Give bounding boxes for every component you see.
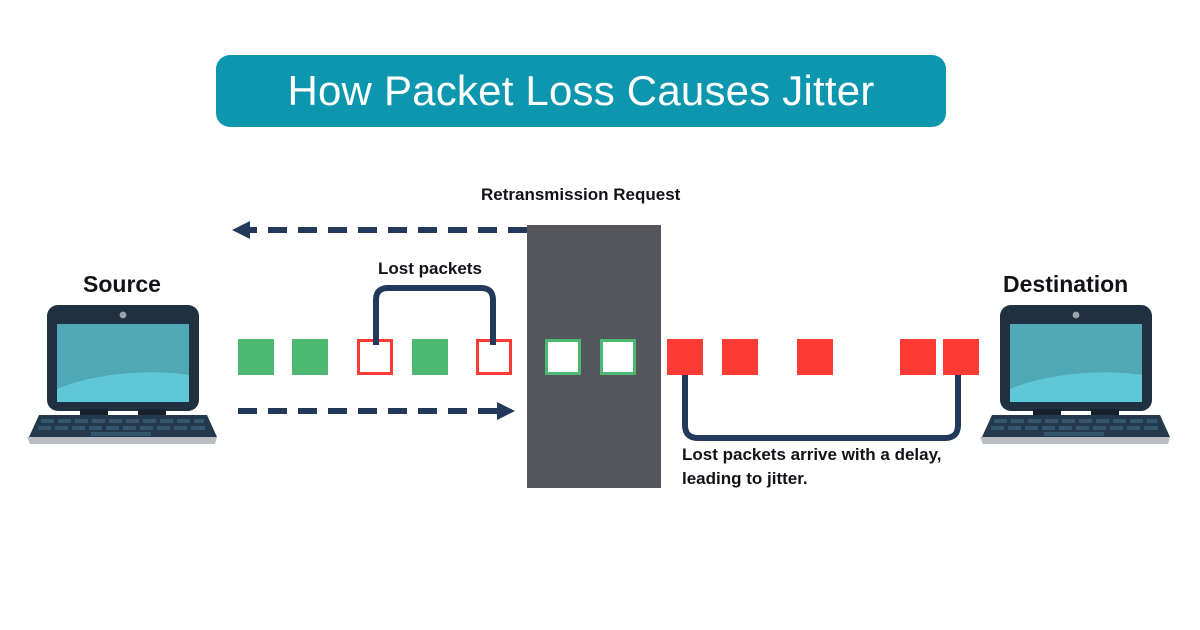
packet-sent-5-lost xyxy=(476,339,512,375)
title-banner: How Packet Loss Causes Jitter xyxy=(216,55,946,127)
label-destination: Destination xyxy=(1003,271,1129,297)
retransmission-request-arrow xyxy=(232,221,527,239)
label-delay-caption: Lost packets arrive with a delay, leadin… xyxy=(682,443,942,491)
page-title: How Packet Loss Causes Jitter xyxy=(287,67,875,114)
caption-line-1: Lost packets arrive with a delay, xyxy=(682,445,942,464)
packet-received-5 xyxy=(943,339,979,375)
packet-sent-2 xyxy=(292,339,328,375)
destination-laptop-icon xyxy=(978,303,1173,448)
lost-packets-bracket xyxy=(373,285,496,345)
caption-line-2: leading to jitter. xyxy=(682,469,808,489)
packet-buffered-1 xyxy=(545,339,581,375)
packet-sent-3-lost xyxy=(357,339,393,375)
packet-sent-4 xyxy=(412,339,448,375)
label-lost-packets: Lost packets xyxy=(378,259,482,278)
label-source: Source xyxy=(83,271,161,297)
packet-received-3 xyxy=(797,339,833,375)
data-flow-arrow xyxy=(238,402,515,420)
packet-received-1 xyxy=(667,339,703,375)
packet-received-4 xyxy=(900,339,936,375)
label-retransmission-request: Retransmission Request xyxy=(481,185,681,204)
delay-bracket xyxy=(682,375,961,441)
source-laptop-icon xyxy=(25,303,220,448)
packet-sent-1 xyxy=(238,339,274,375)
packet-received-2 xyxy=(722,339,758,375)
packet-buffered-2 xyxy=(600,339,636,375)
